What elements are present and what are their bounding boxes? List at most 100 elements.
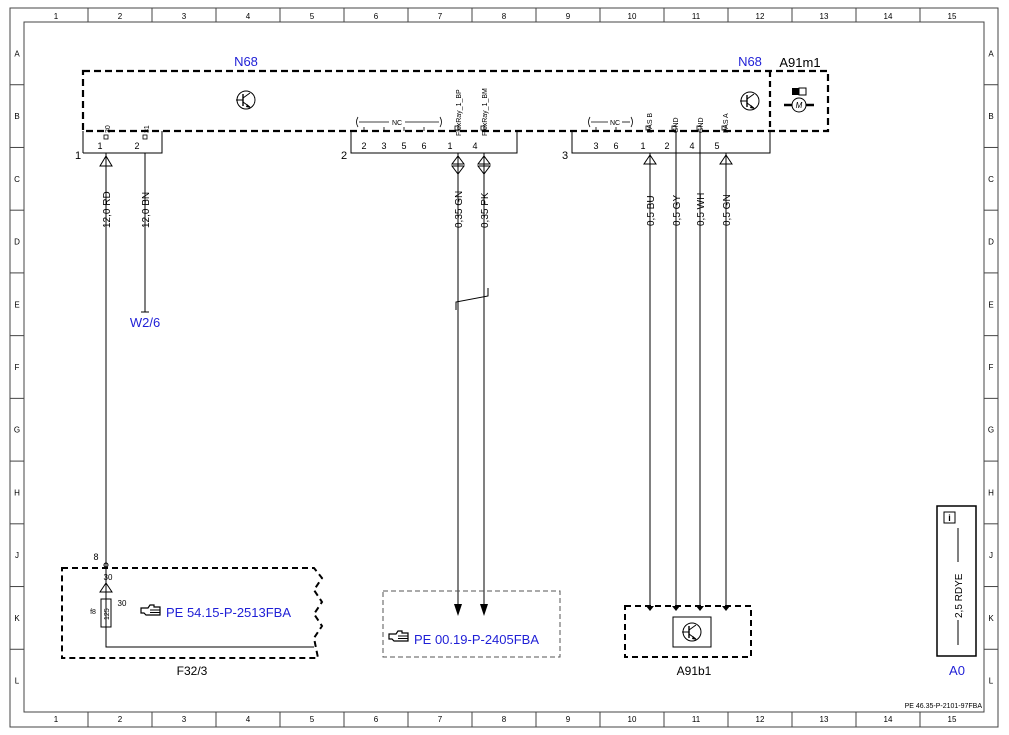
grid-column-label: 12 — [756, 715, 765, 724]
nc-label: NC — [392, 120, 402, 127]
grid-column-label: 9 — [566, 12, 571, 21]
grid-row-label: B — [14, 112, 19, 121]
info-box-a0[interactable]: i 2,5 RDYE A0 — [936, 505, 977, 678]
grid-column-label: 4 — [246, 12, 251, 21]
grid-column-label: 3 — [182, 715, 187, 724]
pin-label: 5 — [714, 141, 719, 151]
n68-module[interactable]: N68 N68 A91m1 M — [81, 54, 830, 133]
grid-column-label: 10 — [628, 12, 637, 21]
grid-row-label: J — [15, 551, 19, 560]
terminal-label: 30 — [105, 125, 112, 133]
transistor-icon — [236, 90, 256, 110]
wire-label: 0,5 GY — [672, 195, 683, 226]
fuse-reference-link[interactable]: PE 54.15-P-2513FBA — [166, 605, 291, 620]
grid-column-label: 5 — [310, 715, 315, 724]
terminal-label: GND — [673, 117, 680, 133]
module-name-left: N68 — [234, 54, 258, 69]
wire-label: 0,5 GN — [722, 194, 733, 226]
grid-column-label: 10 — [628, 715, 637, 724]
inner-frame — [23, 21, 985, 713]
grid-column-label: 1 — [54, 715, 59, 724]
pin-label: 2 — [664, 141, 669, 151]
pin-label: 3 — [381, 141, 386, 151]
grid-column-label: 15 — [948, 12, 957, 21]
connector-number: 2 — [341, 150, 347, 162]
grid-column-markers: 1122334455667788991010111112121313141415… — [54, 8, 957, 727]
grid-column-label: 6 — [374, 12, 379, 21]
flexray-reference-box[interactable]: PE 00.19-P-2405FBA — [382, 590, 561, 658]
grid-column-label: 6 — [374, 715, 379, 724]
pin-label: 4 — [472, 141, 477, 151]
grid-row-label: K — [14, 614, 20, 623]
grid-row-label: J — [989, 551, 993, 560]
connector-3[interactable]: 3 3 6 1 2 4 5 NC PAS B GND GND PAS A — [562, 113, 771, 162]
grid-row-label: H — [14, 488, 20, 497]
connector-2[interactable]: 2 2 3 5 6 1 4 NC FlexRay_1_BP FlexRay_1_… — [341, 88, 518, 162]
terminal-label: PAS B — [647, 113, 654, 133]
hand-pointer-icon — [140, 604, 161, 616]
pin-label: 2 — [134, 141, 139, 151]
info-icon — [943, 511, 956, 524]
svg-text:M: M — [796, 101, 803, 110]
sensor-label: A91b1 — [677, 664, 712, 678]
grid-row-label: L — [15, 677, 20, 686]
grid-row-label: A — [988, 49, 994, 58]
grid-column-label: 13 — [820, 12, 829, 21]
grid-row-label: C — [14, 175, 20, 184]
grid-column-label: 2 — [118, 12, 123, 21]
grid-row-label: D — [14, 238, 20, 247]
grid-column-label: 4 — [246, 715, 251, 724]
transistor-icon — [682, 622, 702, 642]
wire-0-5-gn[interactable]: 0,5 GN — [719, 153, 733, 606]
grid-column-label: 11 — [692, 12, 701, 21]
outer-frame — [9, 7, 999, 728]
wire-label: 0,35 PK — [480, 192, 491, 228]
wire-label: 12,0 RD — [102, 191, 113, 228]
terminal-label: PAS A — [723, 113, 730, 133]
module-name-right: N68 — [738, 54, 762, 69]
wire-label: 0,5 WH — [696, 193, 707, 226]
grid-column-label: 14 — [884, 715, 893, 724]
wire-label: 0,35 GN — [454, 191, 465, 228]
fuse-box-label: F32/3 — [177, 664, 208, 678]
motor-icon: M — [784, 87, 814, 113]
connector-number: 1 — [75, 150, 81, 162]
terminal-label: 31 — [144, 125, 151, 133]
grid-row-label: H — [988, 488, 994, 497]
grid-column-label: 12 — [756, 12, 765, 21]
grid-column-label: 15 — [948, 715, 957, 724]
grid-column-label: 2 — [118, 715, 123, 724]
grid-row-label: G — [14, 426, 20, 435]
wire-0-35-gn[interactable]: 0,35 GN — [451, 153, 465, 616]
wire-label: 12,0 BN — [141, 192, 152, 228]
fuse-number: f8 — [90, 609, 96, 616]
wire-0-5-bu[interactable]: 0,5 BU — [643, 153, 657, 606]
grid-row-label: E — [988, 300, 993, 309]
ground-label: W2/6 — [130, 315, 160, 330]
grid-row-label: L — [989, 677, 994, 686]
flexray-reference-link[interactable]: PE 00.19-P-2405FBA — [414, 632, 539, 647]
grid-column-label: 11 — [692, 715, 701, 724]
wire-0-5-gy[interactable]: 0,5 GY — [672, 131, 683, 606]
pin-label: 1 — [97, 141, 102, 151]
wire-0-5-wh[interactable]: 0,5 WH — [696, 131, 707, 606]
pin-label: 5 — [401, 141, 406, 151]
nc-label: NC — [610, 120, 620, 127]
grid-column-label: 14 — [884, 12, 893, 21]
grid-column-label: 7 — [438, 12, 443, 21]
fuse-rating: 125 — [104, 608, 111, 620]
wire-0-35-pk[interactable]: 0,35 PK — [477, 153, 491, 616]
wire-12-0-bn[interactable]: 12,0 BN W2/6 — [130, 153, 160, 330]
grid-row-label: B — [988, 112, 993, 121]
grid-column-label: 9 — [566, 715, 571, 724]
grid-row-label: D — [988, 238, 994, 247]
grid-column-label: 8 — [502, 715, 507, 724]
grid-column-label: 5 — [310, 12, 315, 21]
wire-label: 0,5 BU — [646, 195, 657, 226]
sensor-a91b1[interactable]: A91b1 — [624, 605, 752, 678]
connector-1[interactable]: 1 1 2 30 31 — [75, 125, 163, 162]
wire-12-0-rd[interactable]: 12,0 RD — [99, 153, 113, 565]
hand-pointer-icon — [388, 630, 409, 642]
fuse-box-f32-3[interactable]: 8 30 125 f8 30 PE 54.15-P-2513FBA F32/3 — [61, 552, 324, 678]
info-wire-label: 2,5 RDYE — [954, 573, 965, 618]
